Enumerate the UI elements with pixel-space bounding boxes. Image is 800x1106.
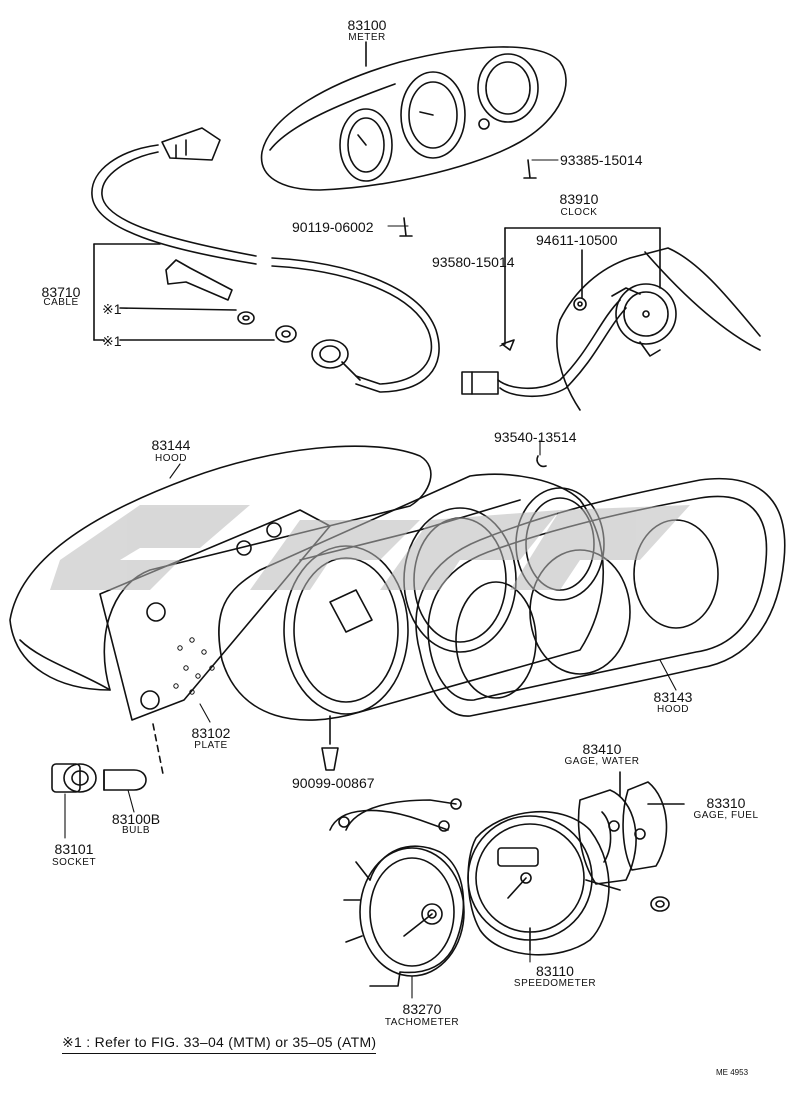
fastener-93580-label: 93580-15014	[432, 254, 515, 270]
meter-assembly-drawing	[260, 41, 567, 191]
cable-ref-2: ※1	[102, 333, 122, 349]
plate-part-number: 83102	[191, 725, 231, 741]
tachometer-drawing	[329, 798, 465, 987]
fastener-93385-label: 93385-15014	[560, 152, 643, 168]
right-hood-part-number: 83143	[653, 689, 693, 705]
plate-hole-pattern	[173, 637, 215, 695]
socket-bulb-drawing	[51, 763, 147, 793]
meter-part-number: 83100	[347, 17, 387, 33]
clock-part-number: 83910	[559, 191, 599, 207]
left-hood-part-number: 83144	[151, 437, 191, 453]
socket-part-name: SOCKET	[51, 857, 97, 868]
leader-lines	[64, 159, 677, 999]
bulb-part-name: BULB	[121, 825, 151, 836]
fuel-gage-part-name: GAGE, FUEL	[693, 810, 759, 821]
fastener-94611-label: 94611-10500	[536, 232, 618, 248]
meter-housing-drawing	[218, 455, 605, 771]
drawing-code: ME 4953	[716, 1068, 749, 1077]
fastener-90119-label: 90119-06002	[292, 219, 374, 235]
speedometer-cable-drawing	[91, 127, 440, 393]
tachometer-part-name: TACHOMETER	[384, 1017, 460, 1028]
right-hood-part-name: HOOD	[657, 704, 689, 715]
clock-part-name: CLOCK	[560, 207, 598, 218]
cable-ref-1: ※1	[102, 301, 122, 317]
socket-part-number: 83101	[54, 841, 94, 857]
clock-drawing	[399, 159, 761, 411]
tachometer-part-number: 83270	[402, 1001, 442, 1017]
water-gage-part-name: GAGE, WATER	[564, 756, 640, 767]
cable-part-number: 83710	[41, 284, 81, 300]
footnote: ※1 : Refer to FIG. 33–04 (MTM) or 35–05 …	[62, 1034, 377, 1054]
water-gage-part-number: 83410	[582, 741, 622, 757]
watermark-logo	[50, 505, 690, 590]
left-hood-part-name: HOOD	[155, 453, 187, 464]
gages-drawing	[577, 771, 685, 912]
fastener-90099-label: 90099-00867	[292, 775, 375, 791]
meter-part-name: METER	[348, 32, 386, 43]
speedometer-part-name: SPEEDOMETER	[513, 978, 597, 989]
left-hood-drawing	[9, 445, 432, 775]
bulb-part-number: 83100B	[111, 811, 161, 827]
speedometer-part-number: 83110	[536, 963, 574, 979]
fuel-gage-part-number: 83310	[706, 795, 746, 811]
fastener-93540-label: 93540-13514	[494, 429, 577, 445]
cable-part-name: CABLE	[43, 297, 79, 308]
plate-part-name: PLATE	[194, 740, 228, 751]
